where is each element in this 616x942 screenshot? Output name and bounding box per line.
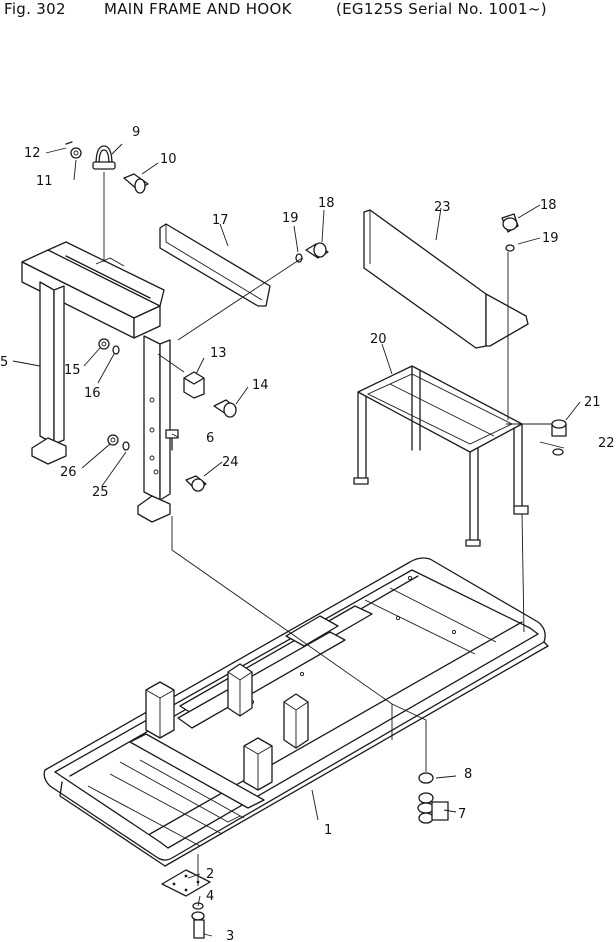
callout-26: 26: [60, 465, 77, 480]
callout-17: 17: [212, 213, 229, 228]
bracket-13: [183, 371, 237, 418]
callout-10: 10: [160, 152, 177, 167]
figure-name: MAIN FRAME AND HOOK: [104, 0, 292, 18]
hook-stand: [21, 241, 171, 523]
mount-fasteners: [417, 772, 449, 824]
callout-18a: 18: [318, 196, 335, 211]
callout-13: 13: [210, 346, 227, 361]
callout-19a: 19: [282, 211, 299, 226]
callout-15: 15: [64, 363, 81, 378]
callout-22: 22: [598, 436, 615, 451]
callout-21: 21: [584, 395, 601, 410]
figure-number: Fig. 302: [4, 0, 66, 18]
support-frame-20: [353, 365, 529, 547]
callout-2: 2: [206, 867, 214, 882]
callout-labels: 1 2 3 4 5 6 7 8 9 10 11 12 13 14 15 16 1…: [0, 125, 615, 942]
callout-leaders: [12, 143, 581, 937]
figure-title: Fig. 302 MAIN FRAME AND HOOK (EG125S Seria…: [4, 0, 547, 18]
callout-16: 16: [84, 386, 101, 401]
callout-12: 12: [24, 146, 41, 161]
callout-5: 5: [0, 355, 8, 370]
bottom-fasteners: [161, 869, 211, 939]
bolt-21: [551, 419, 567, 456]
callout-3: 3: [226, 929, 234, 942]
assembly-lines: [103, 172, 552, 886]
callout-19b: 19: [542, 231, 559, 246]
callout-24: 24: [222, 455, 239, 470]
shackle-assembly: [65, 141, 149, 194]
callout-25: 25: [92, 485, 109, 500]
callout-9: 9: [132, 125, 140, 140]
callout-18b: 18: [540, 198, 557, 213]
callout-4: 4: [206, 889, 214, 904]
frame-posts: [145, 663, 309, 791]
bolt-18-left: [295, 242, 329, 263]
callout-8: 8: [464, 767, 472, 782]
callout-20: 20: [370, 332, 387, 347]
callout-7: 7: [458, 807, 466, 822]
cover-panel-23: [363, 209, 529, 349]
model-serial: (EG125S Serial No. 1001~): [336, 0, 547, 18]
callout-6: 6: [206, 431, 214, 446]
callout-23: 23: [434, 200, 451, 215]
bolt-18-right: [501, 213, 519, 252]
cover-plate-17: [159, 223, 271, 307]
main-frame: [43, 557, 549, 867]
callout-14: 14: [252, 378, 269, 393]
callout-11: 11: [36, 174, 53, 189]
callout-1: 1: [324, 823, 332, 838]
